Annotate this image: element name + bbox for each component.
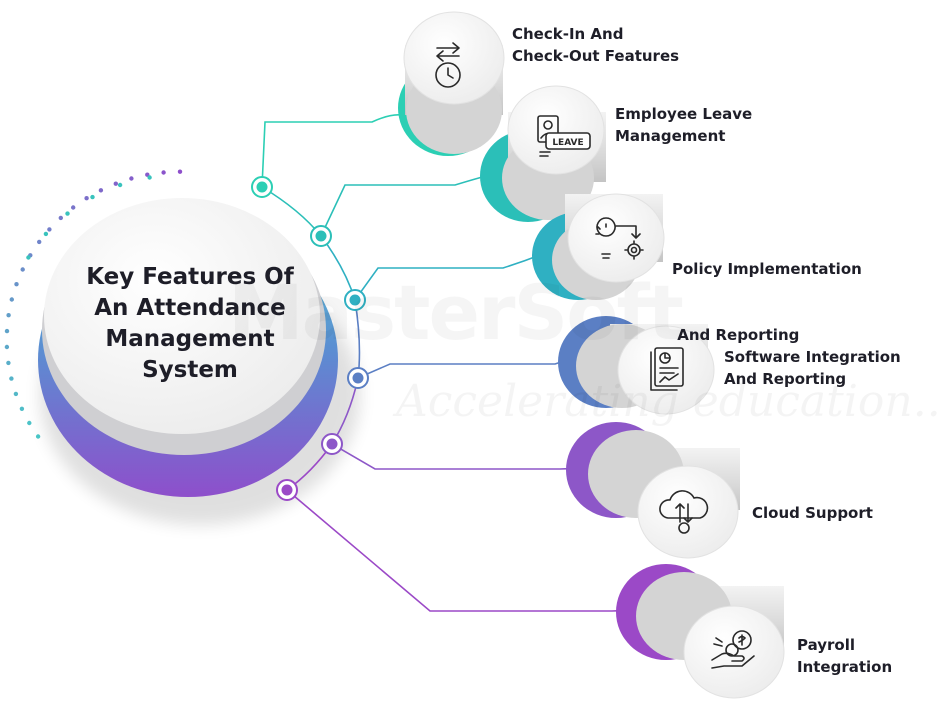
report-document-icon (650, 347, 684, 391)
arc-dot (117, 182, 123, 188)
arc-dot (19, 406, 25, 411)
arc-dot (6, 313, 11, 318)
center-hub (38, 198, 360, 525)
feature-label-policy: Policy Implementation And Reporting (672, 214, 862, 368)
arc-dot (129, 176, 134, 181)
arc-dot (9, 376, 14, 381)
arc-dot (65, 211, 70, 216)
arc-dot (47, 227, 52, 232)
arc-dot (20, 267, 25, 272)
node-3 (344, 289, 366, 311)
center-title: Key Features Of An Attendance Management… (60, 262, 320, 386)
cylinder-software (558, 316, 715, 415)
feature-label-line: Check-Out Features (512, 47, 680, 65)
arc-dot (13, 391, 19, 397)
arc-dot (4, 328, 10, 334)
feature-label-line: Employee Leave (615, 105, 753, 123)
feature-icons: LEAVE (435, 42, 755, 669)
feature-label-line: And Reporting (672, 326, 800, 344)
feature-label-line: Software Integration (724, 348, 901, 366)
connector-3 (320, 235, 541, 302)
arc-nodes (251, 176, 369, 501)
arc-dot (147, 175, 152, 180)
arc-dot (90, 194, 95, 200)
cylinder-payroll (616, 564, 785, 699)
feature-label-line: Check-In And (512, 25, 624, 43)
arc-dot (6, 360, 11, 366)
node-6 (276, 479, 298, 501)
arc-dot (98, 188, 104, 193)
arc-dot (71, 205, 76, 210)
arc-dot (27, 420, 32, 426)
feature-label-line: Policy Implementation (672, 260, 862, 278)
cylinder-check-in (398, 11, 505, 156)
feature-label-line: Integration (797, 658, 893, 676)
connector-2 (261, 174, 491, 238)
feature-label-line: Payroll (797, 636, 856, 654)
center-title-line: Management (105, 326, 275, 352)
arc-dot (4, 344, 10, 350)
feature-label-software: Software Integration And Reporting (724, 346, 901, 390)
feature-label-leave: Employee Leave Management (615, 103, 752, 147)
feature-label-check-in: Check-In And Check-Out Features (512, 23, 679, 67)
feature-label-payroll: Payroll Integration (797, 634, 892, 678)
cylinder-cloud (566, 422, 740, 559)
arc-dot (37, 239, 42, 245)
leave-badge-icon: LEAVE (537, 115, 591, 157)
arc-dot (26, 255, 31, 260)
node-1 (251, 176, 273, 198)
watermark-tagline: Accelerating education... (396, 376, 938, 427)
arc-dot (177, 169, 183, 174)
connector-1 (261, 114, 411, 188)
dotted-arc (4, 169, 183, 439)
svg-text:LEAVE: LEAVE (552, 138, 583, 148)
node-4 (347, 367, 369, 389)
center-title-line: System (142, 357, 238, 383)
feature-label-line: Management (615, 127, 726, 145)
cloud-sync-icon (659, 490, 709, 534)
feature-label-cloud: Cloud Support (752, 502, 873, 524)
center-title-line: Key Features Of (86, 264, 294, 290)
arc-dot (35, 434, 41, 439)
arc-dot (9, 297, 14, 302)
arc-dot (161, 170, 166, 175)
clock-arrows-icon (435, 42, 461, 88)
arc-dot (58, 215, 63, 221)
payroll-coins-icon (711, 630, 755, 669)
arc-dot (43, 231, 49, 237)
node-5 (321, 433, 343, 455)
center-title-line: An Attendance (94, 295, 286, 321)
arc-dot (14, 282, 19, 287)
node-2 (310, 225, 332, 247)
arc-dot (113, 181, 119, 186)
cylinder-policy (532, 193, 665, 300)
feature-label-line: Cloud Support (752, 504, 873, 522)
feature-label-line: And Reporting (724, 370, 847, 388)
arc-dot (84, 196, 89, 201)
bulb-gear-icon (595, 217, 644, 260)
